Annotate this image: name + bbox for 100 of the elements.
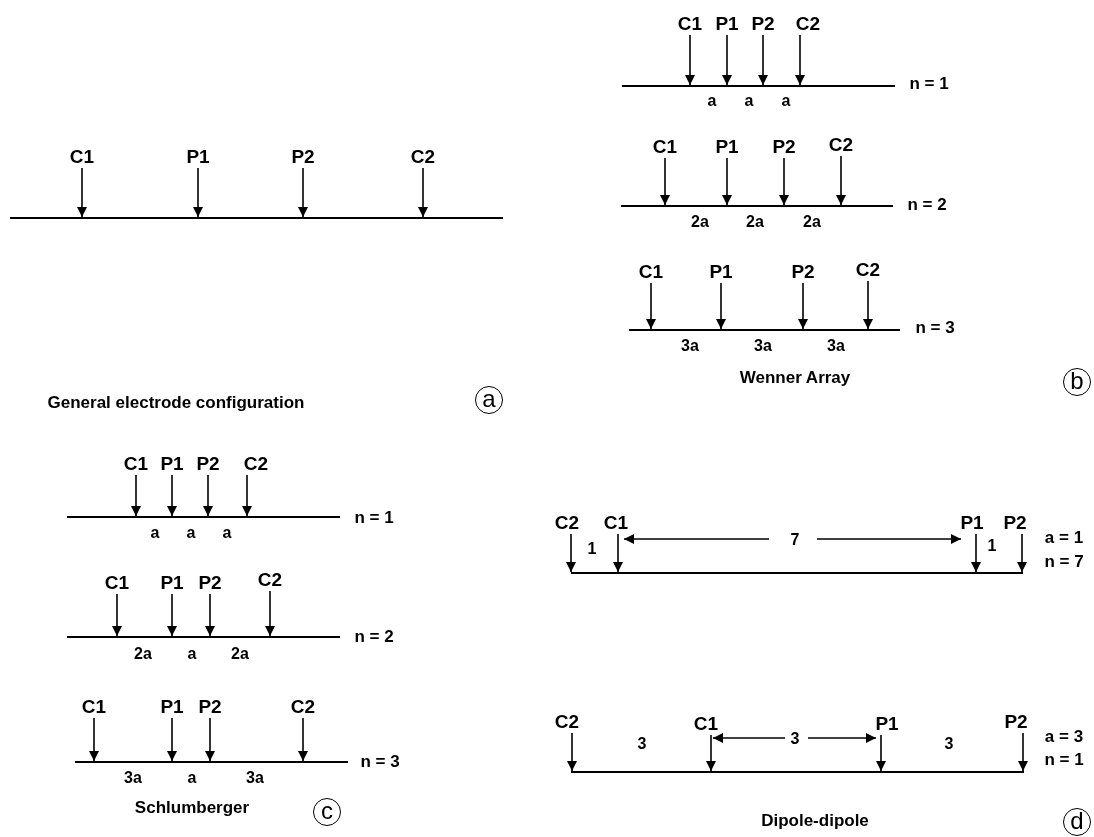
spacing-label: a	[222, 523, 232, 543]
ground-line	[629, 329, 900, 331]
caption-text: General electrode configuration	[47, 393, 305, 413]
electrode-label: P2	[291, 146, 315, 168]
ground-line	[621, 205, 893, 207]
spacing-label: 1	[987, 536, 997, 556]
electrode-label: C1	[603, 512, 629, 534]
ground-line	[75, 761, 348, 763]
electrode-label: P2	[772, 136, 796, 158]
electrode-arrow	[298, 167, 308, 218]
electrode-label: C1	[652, 136, 678, 158]
electrode-arrow	[418, 167, 428, 218]
spacing-label: 3	[944, 734, 954, 754]
electrode-arrow	[716, 282, 726, 330]
electrode-label: P2	[198, 572, 222, 594]
caption-text: Dipole-dipole	[761, 811, 869, 831]
electrode-label: P2	[751, 13, 775, 35]
electrode-arrow	[242, 474, 252, 517]
electrode-arrow	[613, 533, 623, 573]
electrode-label: P2	[791, 261, 815, 283]
electrode-arrow	[706, 734, 716, 772]
spacing-label: 1	[587, 539, 597, 559]
electrode-arrow	[203, 474, 213, 517]
parameter-label: n = 7	[1044, 552, 1084, 572]
electrode-arrow	[863, 280, 873, 330]
spacing-label: 2a	[134, 644, 152, 664]
spacing-label: a	[187, 768, 197, 788]
spacing-label: 2a	[231, 644, 249, 664]
electrode-label: P2	[1004, 711, 1028, 733]
electrode-arrow	[131, 474, 141, 517]
ground-line	[67, 636, 340, 638]
spacing-label: 2a	[691, 212, 709, 232]
electrode-arrow	[566, 533, 576, 573]
ground-line	[10, 217, 503, 219]
electrode-arrow	[1017, 533, 1027, 573]
electrode-label: P1	[715, 136, 739, 158]
electrode-arrow	[876, 734, 886, 772]
electrode-arrow	[685, 34, 695, 86]
spacing-label: 3a	[827, 336, 845, 356]
caption-text: Schlumberger	[134, 798, 250, 818]
electrode-arrow	[646, 282, 656, 330]
electrode-label: C2	[410, 146, 436, 168]
parameter-label: n = 1	[354, 508, 394, 528]
ground-line	[571, 572, 1023, 574]
parameter-label: n = 1	[1044, 750, 1084, 770]
spacing-label: 3	[637, 734, 647, 754]
electrode-label: C1	[693, 713, 719, 735]
electrode-label: C2	[290, 696, 316, 718]
electrode-label: C1	[677, 13, 703, 35]
electrode-label: P1	[875, 713, 899, 735]
electrode-label: C1	[638, 261, 664, 283]
parameter-label: n = 2	[907, 195, 947, 215]
parameter-label: n = 2	[354, 627, 394, 647]
electrode-label: P1	[160, 453, 184, 475]
parameter-label: a = 3	[1044, 727, 1084, 747]
electrode-arrow	[193, 167, 203, 218]
spacing-label: a	[150, 523, 160, 543]
caption-text: Wenner Array	[739, 368, 851, 388]
electrode-arrow	[89, 717, 99, 762]
electrode-arrow	[567, 732, 577, 772]
spacing-label: a	[187, 644, 197, 664]
electrode-label: P2	[196, 453, 220, 475]
electrode-arrow	[798, 282, 808, 330]
spacing-label: 3a	[246, 768, 264, 788]
electrode-arrow	[167, 717, 177, 762]
electrode-arrow	[167, 593, 177, 637]
ground-line	[571, 771, 1024, 773]
electrode-label: P1	[186, 146, 210, 168]
spacing-label: 3a	[124, 768, 142, 788]
electrode-label: C2	[257, 569, 283, 591]
spacing-label: a	[781, 91, 791, 111]
electrode-label: C2	[828, 134, 854, 156]
electrode-arrow	[971, 533, 981, 573]
electrode-arrow	[660, 157, 670, 206]
spacing-label: 7	[790, 530, 800, 550]
electrode-arrow	[112, 593, 122, 637]
electrode-arrow	[77, 167, 87, 218]
electrode-arrow	[722, 157, 732, 206]
electrode-arrow	[167, 474, 177, 517]
electrode-label: C2	[855, 259, 881, 281]
electrode-arrow	[265, 590, 275, 637]
electrode-label: P2	[1003, 512, 1027, 534]
electrode-label: C1	[69, 146, 95, 168]
electrode-label: C1	[81, 696, 107, 718]
electrode-label: C2	[243, 453, 269, 475]
electrode-arrow	[779, 157, 789, 206]
electrode-arrow	[836, 155, 846, 206]
spacing-label: 3	[790, 729, 800, 749]
electrode-arrow	[205, 593, 215, 637]
spacing-label: 2a	[746, 212, 764, 232]
electrode-arrow	[795, 34, 805, 86]
electrode-arrow	[205, 717, 215, 762]
spacing-label: a	[744, 91, 754, 111]
electrode-label: P2	[198, 696, 222, 718]
electrode-label: P1	[160, 572, 184, 594]
electrode-label: P1	[715, 13, 739, 35]
parameter-label: n = 3	[915, 318, 955, 338]
spacing-label: a	[186, 523, 196, 543]
spacing-label: a	[707, 91, 717, 111]
electrode-arrow	[1018, 732, 1028, 772]
